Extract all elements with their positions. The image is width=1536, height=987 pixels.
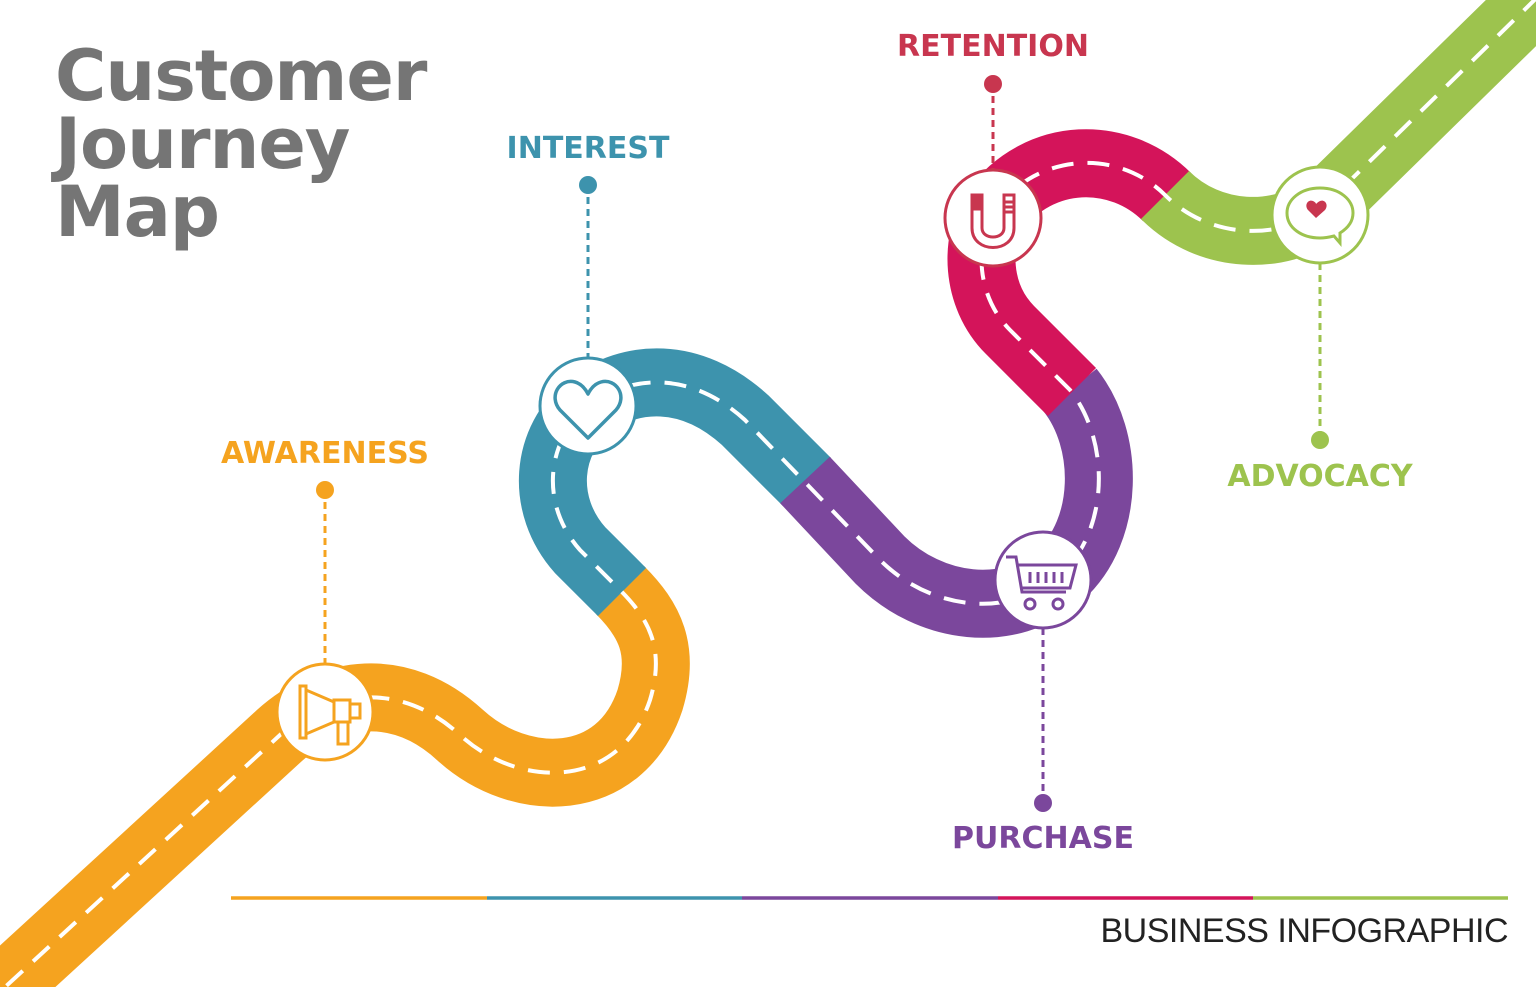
stage-label-retention: RETENTION <box>897 29 1089 64</box>
title-line-1: Customer <box>55 35 427 117</box>
stage-label-interest: INTEREST <box>506 131 670 166</box>
dot-advocacy <box>1311 431 1329 449</box>
stage-label-advocacy: ADVOCACY <box>1227 459 1413 494</box>
road-segment-awareness <box>0 565 690 987</box>
stage-label-purchase: PURCHASE <box>952 821 1134 856</box>
title-line-3: Map <box>55 171 220 253</box>
megaphone-icon <box>275 662 375 762</box>
shopping-cart-icon <box>993 530 1093 630</box>
magnet-icon <box>943 168 1043 268</box>
dot-awareness <box>316 481 334 499</box>
stage-label-awareness: AWARENESS <box>221 436 429 471</box>
page-title: Customer Journey Map <box>55 35 427 253</box>
dot-interest <box>579 176 597 194</box>
heart-icon <box>538 356 638 456</box>
dot-purchase <box>1034 794 1052 812</box>
footer-caption: BUSINESS INFOGRAPHIC <box>1100 912 1508 950</box>
title-line-2: Journey <box>55 103 350 185</box>
dot-retention <box>984 75 1002 93</box>
speech-bubble-heart-icon <box>1270 165 1370 265</box>
